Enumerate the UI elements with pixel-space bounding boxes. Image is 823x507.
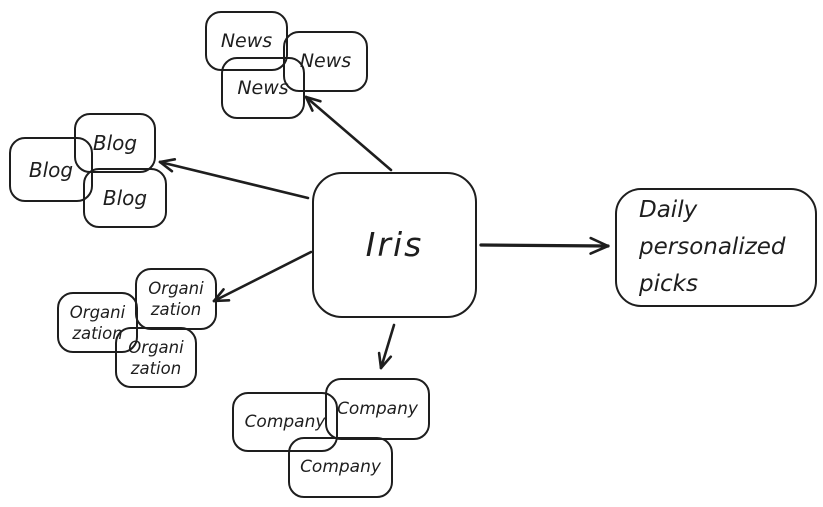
organization-card-label-line2: zation bbox=[72, 323, 123, 343]
edge-iris-blog bbox=[158, 160, 310, 200]
news-card-3: News bbox=[221, 57, 305, 119]
organization-card-3: Organi zation bbox=[115, 327, 197, 388]
organization-card-label-line1: Organi bbox=[69, 302, 126, 322]
edge-iris-organization bbox=[212, 250, 313, 303]
organization-card-label-line1: Organi bbox=[128, 337, 184, 357]
edge-iris-blog-head-1 bbox=[158, 160, 174, 173]
blog-card-label: Blog bbox=[92, 131, 138, 155]
edge-iris-company-head-1 bbox=[379, 355, 393, 370]
news-card-label: News bbox=[220, 29, 273, 52]
news-card-2: News bbox=[283, 31, 368, 92]
company-card-label: Company bbox=[300, 457, 381, 478]
company-card-1: Company bbox=[325, 378, 430, 440]
edge-iris-daily-picks-head-2 bbox=[589, 244, 610, 255]
edge-iris-company bbox=[379, 323, 396, 370]
edge-iris-daily-picks-head-1 bbox=[589, 236, 610, 248]
daily-picks-label-line2: personalized bbox=[639, 234, 786, 260]
blog-card-label: Blog bbox=[102, 186, 148, 210]
organization-card-label-line2: zation bbox=[150, 300, 202, 319]
news-card-label: News bbox=[237, 76, 289, 99]
company-card-3: Company bbox=[288, 437, 393, 498]
company-card-label: Company bbox=[337, 398, 418, 419]
daily-picks-label-line3: picks bbox=[639, 271, 698, 297]
edge-iris-news-head-1 bbox=[304, 95, 314, 112]
edge-iris-news-head-2 bbox=[304, 95, 322, 103]
news-card-label: News bbox=[299, 50, 352, 73]
organization-card-label-line2: zation bbox=[130, 358, 182, 378]
blog-card-label: Blog bbox=[28, 157, 74, 182]
daily-picks-label-line1: Daily bbox=[639, 197, 698, 223]
iris-node-label: Iris bbox=[365, 225, 424, 265]
company-card-2: Company bbox=[232, 392, 338, 452]
edge-iris-news bbox=[304, 95, 393, 172]
iris-node: Iris bbox=[312, 172, 477, 318]
edge-iris-daily-picks bbox=[479, 243, 610, 248]
company-card-label: Company bbox=[244, 411, 326, 432]
blog-card-1: Blog bbox=[74, 113, 156, 173]
organization-card-label-line1: Organi bbox=[148, 279, 204, 298]
organization-card-1: Organi zation bbox=[135, 268, 217, 330]
edge-iris-blog-head-2 bbox=[158, 158, 177, 164]
blog-card-3: Blog bbox=[83, 168, 167, 228]
organization-card-2: Organi zation bbox=[57, 292, 138, 353]
edge-iris-company-head-2 bbox=[377, 351, 383, 370]
daily-picks-node: Daily personalized picks bbox=[615, 188, 817, 307]
blog-card-2: Blog bbox=[9, 137, 93, 202]
